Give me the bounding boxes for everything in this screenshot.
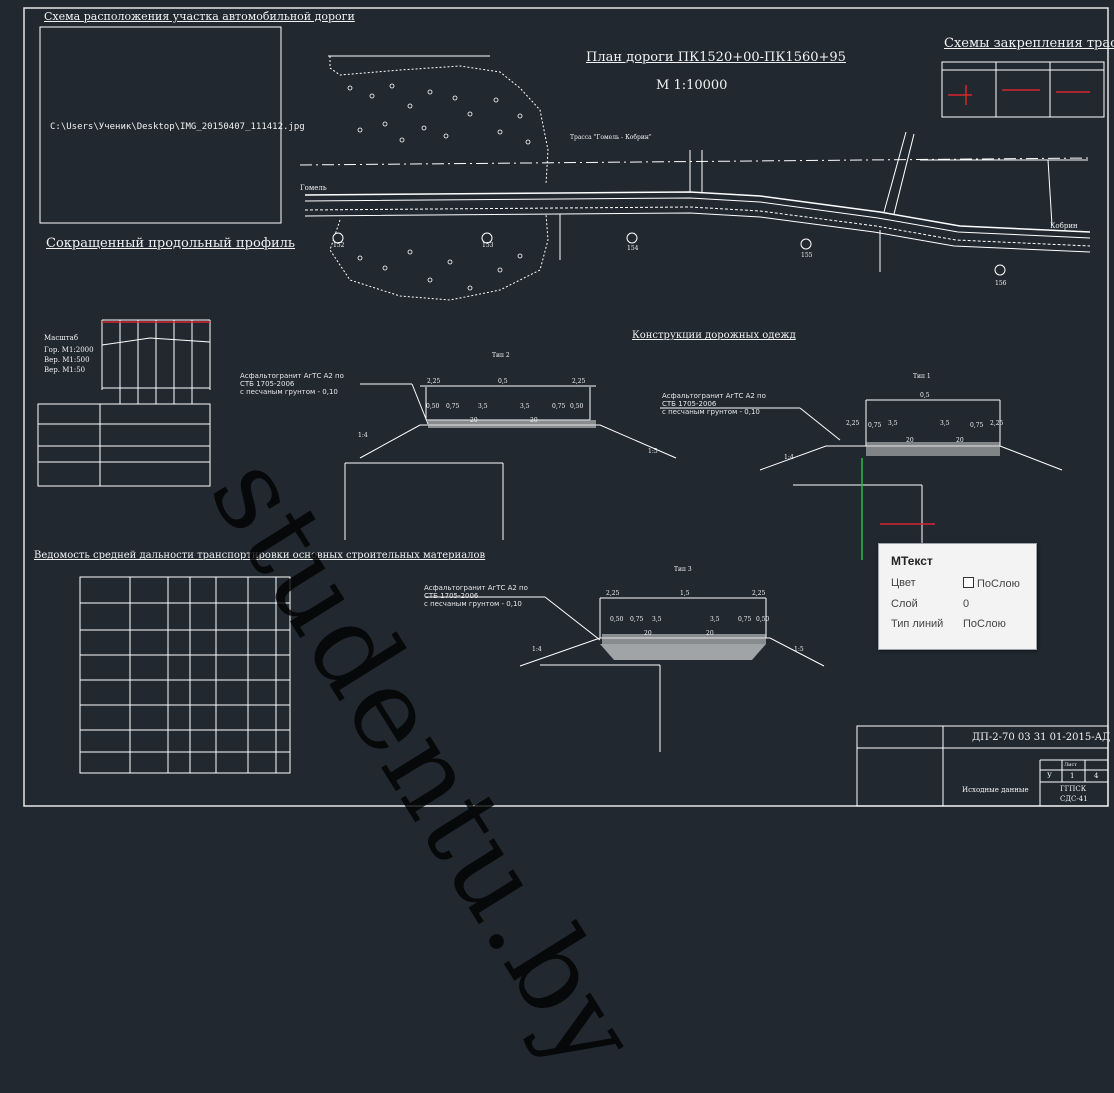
scale-hor: Гор. М1:2000	[44, 346, 94, 354]
dim-t1-e: 3,5	[940, 420, 950, 427]
profile-title: Сокращенный продольный профиль	[46, 236, 295, 251]
scale-ver2: Вер. М1:50	[44, 366, 86, 374]
dim-t3-i: 0,50	[756, 616, 770, 623]
dim-t1-h: 20	[906, 437, 914, 444]
slope-t2-right: 1:5	[648, 448, 658, 455]
dim-t2-k: 20	[530, 417, 538, 424]
tooltip-linetype-value: ПоСлою	[963, 618, 1006, 630]
tooltip-color-text: ПоСлою	[977, 578, 1020, 590]
slope-t3-left: 1:4	[532, 646, 542, 653]
pk-155: 155	[801, 252, 813, 259]
doc-code: ДП-2-70 03 31 01-2015-АД	[972, 732, 1111, 743]
dim-t1-a: 0,5	[920, 392, 930, 399]
asphalt-line-1: Асфальтогранит АгТС А2 по	[424, 584, 528, 592]
pk-154: 154	[627, 245, 639, 252]
asphalt-line-1: Асфальтогранит АгТС А2 по	[662, 392, 766, 400]
tooltip-layer-label: Слой	[891, 598, 918, 610]
haul-title: Ведомость средней дальности транспортиро…	[34, 550, 486, 561]
tooltip-linetype-label: Тип линий	[891, 618, 944, 630]
type-2-label: Тип 2	[492, 352, 510, 359]
properties-tooltip: МТекст Цвет ПоСлою Слой 0 Тип линий ПоСл…	[878, 543, 1037, 650]
scale-label: Масштаб	[44, 334, 79, 342]
dim-t3-h: 0,75	[738, 616, 752, 623]
dim-t1-c: 0,75	[868, 422, 882, 429]
pk-152: 152	[333, 242, 345, 249]
construction-title: Конструкции дорожных одежд	[632, 330, 796, 341]
dim-t2-d: 0,50	[426, 403, 440, 410]
group-name: СДС-41	[1060, 795, 1088, 803]
asphalt-line-3: с песчаным грунтом - 0,10	[240, 388, 338, 396]
slope-t1-left: 1:4	[784, 454, 794, 461]
dim-t3-j: 20	[644, 630, 652, 637]
asphalt-line-2: СТБ 1705-2006	[424, 592, 479, 600]
sheets-total: 4	[1094, 772, 1099, 780]
dim-t2-f: 3,5	[478, 403, 488, 410]
dim-t3-b: 1,5	[680, 590, 690, 597]
dim-t1-b: 2,25	[846, 420, 860, 427]
asphalt-line-2: СТБ 1705-2006	[662, 400, 717, 408]
org-name: ГГПСК	[1060, 785, 1087, 793]
asphalt-line-3: с песчаным грунтом - 0,10	[662, 408, 760, 416]
plan-title: План дороги ПК1520+00-ПК1560+95	[586, 50, 846, 65]
asphalt-callout-t3: Асфальтогранит АгТС А2 по СТБ 1705-2006 …	[424, 584, 528, 608]
stamp-name: Исходные данные	[962, 786, 1029, 794]
dim-t3-d: 0,50	[610, 616, 624, 623]
dim-t3-k: 20	[706, 630, 714, 637]
fix-schemes-title: Схемы закрепления трассы	[944, 36, 1114, 51]
dim-t2-a: 2,25	[427, 378, 441, 385]
tooltip-color-label: Цвет	[891, 577, 916, 589]
sheet-word: Лист	[1064, 762, 1078, 768]
scheme-title: Схема расположения участка автомобильной…	[44, 10, 355, 23]
tooltip-title: МТекст	[891, 554, 933, 568]
dim-t1-f: 0,75	[970, 422, 984, 429]
type-3-label: Тип 3	[674, 566, 692, 573]
stage-value: У	[1047, 772, 1053, 780]
slope-t2-left: 1:4	[358, 432, 368, 439]
dim-t2-g: 3,5	[520, 403, 530, 410]
dim-t2-b: 0,5	[498, 378, 508, 385]
dim-t3-f: 3,5	[652, 616, 662, 623]
color-swatch-icon	[963, 577, 974, 588]
scale-ver1: Вер. М1:500	[44, 356, 90, 364]
dim-t1-g: 2,25	[990, 420, 1004, 427]
pk-153: 153	[482, 242, 494, 249]
asphalt-callout-t2: Асфальтогранит АгТС А2 по СТБ 1705-2006 …	[240, 372, 344, 396]
dim-t1-d: 3,5	[888, 420, 898, 427]
dim-t2-e: 0,75	[446, 403, 460, 410]
dim-t3-c: 2,25	[752, 590, 766, 597]
dim-t2-c: 2,25	[572, 378, 586, 385]
city-left-label: Гомель	[300, 184, 327, 192]
dim-t1-i: 20	[956, 437, 964, 444]
asphalt-callout-t1: Асфальтогранит АгТС А2 по СТБ 1705-2006 …	[662, 392, 766, 416]
plan-scale: М 1:10000	[656, 78, 728, 93]
dim-t3-e: 0,75	[630, 616, 644, 623]
road-note-label: Трасса "Гомель - Кобрин"	[570, 134, 652, 141]
dim-t2-h: 0,75	[552, 403, 566, 410]
asphalt-line-2: СТБ 1705-2006	[240, 380, 295, 388]
city-right-label: Кобрин	[1050, 222, 1078, 230]
dim-t2-j: 20	[470, 417, 478, 424]
asphalt-line-1: Асфальтогранит АгТС А2 по	[240, 372, 344, 380]
slope-t3-right: 1:5	[794, 646, 804, 653]
type-1-label: Тип 1	[913, 373, 931, 380]
dim-t2-i: 0,50	[570, 403, 584, 410]
image-path-label: C:\Users\Ученик\Desktop\IMG_20150407_111…	[50, 122, 305, 132]
tooltip-layer-value: 0	[963, 598, 970, 610]
asphalt-line-3: с песчаным грунтом - 0,10	[424, 600, 522, 608]
dim-t3-g: 3,5	[710, 616, 720, 623]
drawing-canvas[interactable]	[0, 0, 1114, 812]
pk-156: 156	[995, 280, 1007, 287]
sheet-number: 1	[1070, 772, 1075, 780]
tooltip-color-value: ПоСлою	[963, 577, 1020, 590]
dim-t3-a: 2,25	[606, 590, 620, 597]
